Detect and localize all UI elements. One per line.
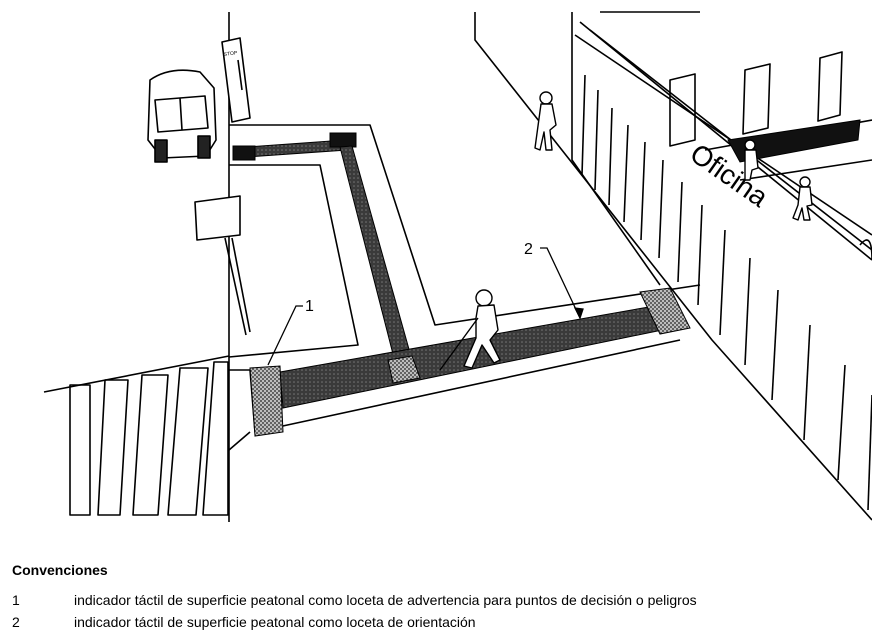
legend-item-text: indicador táctil de superficie peatonal … <box>74 592 697 608</box>
callout-2-label: 2 <box>524 241 533 258</box>
street-sign-icon <box>194 195 251 336</box>
zebra-crossing <box>43 355 230 516</box>
pedestrian-cane-icon <box>439 289 501 371</box>
sign-post <box>221 37 251 123</box>
van-icon <box>147 69 217 163</box>
legend-item-number: 1 <box>12 592 20 608</box>
legend-title: Convenciones <box>12 562 108 578</box>
post-label: STOP <box>223 50 238 58</box>
callout-2-leader <box>540 247 581 319</box>
callout-1-leader <box>267 305 303 366</box>
legend-item: 2 indicador táctil de superficie peatonal… <box>12 614 476 630</box>
legend-item-number: 2 <box>12 614 20 630</box>
callout-1-label: 1 <box>305 298 314 315</box>
pedestrian-icon <box>534 91 557 151</box>
person-inside-2-icon <box>792 176 813 221</box>
legend-item: 1 indicador táctil de superficie peatonal… <box>12 592 697 608</box>
legend-item-text: indicador táctil de superficie peatonal … <box>74 614 476 630</box>
person-inside-1-icon <box>744 139 759 181</box>
office-building <box>474 11 872 521</box>
street-accessibility-diagram: 1 2 Oficina STOP <box>43 11 872 522</box>
